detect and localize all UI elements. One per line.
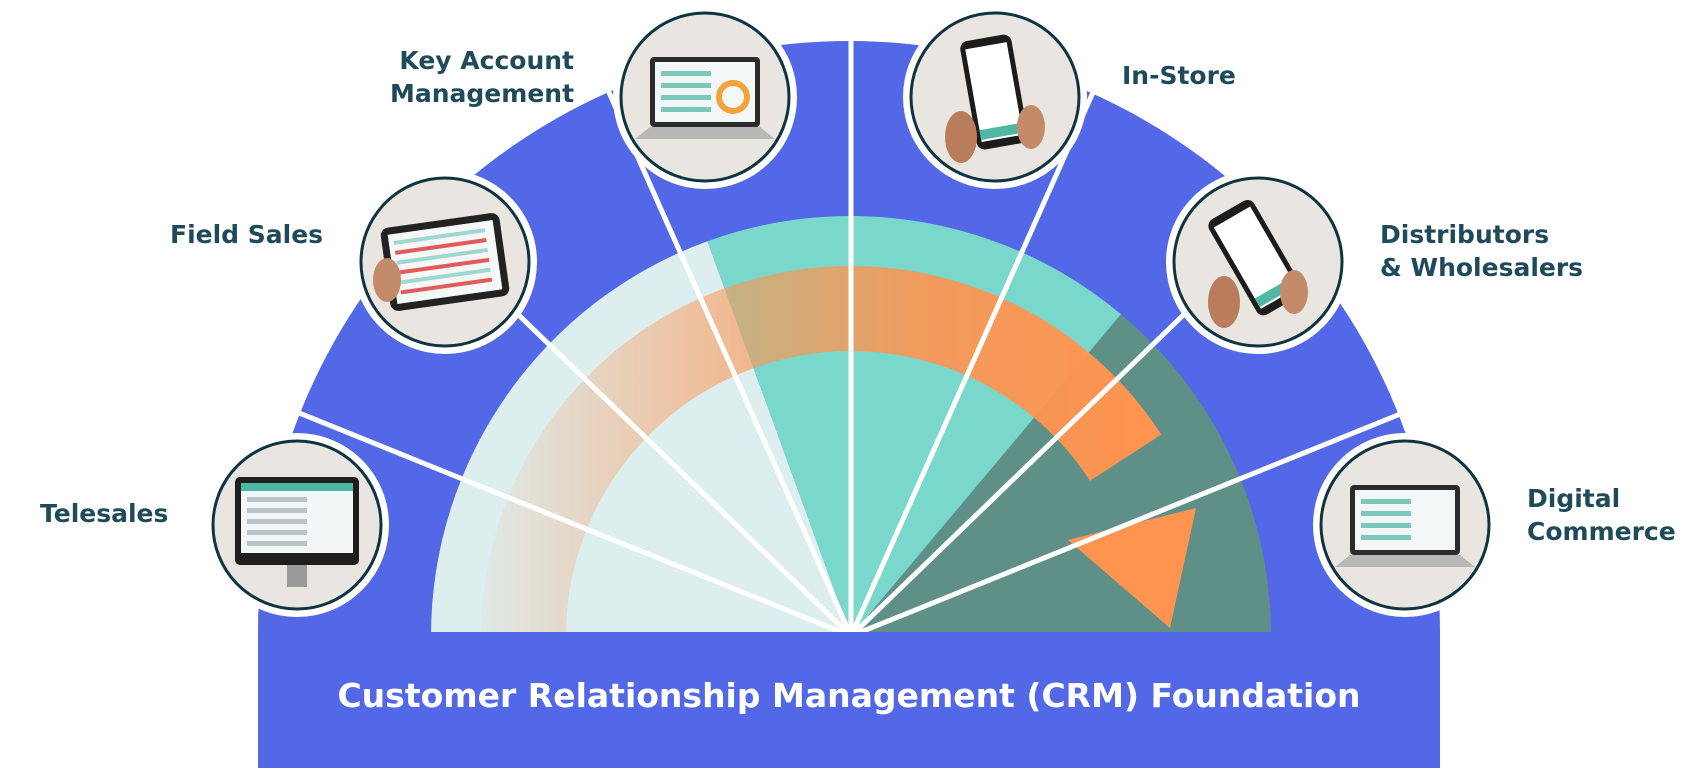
monitor-row — [247, 508, 307, 513]
label-distributors-wholesalers: Distributors & Wholesalers — [1380, 218, 1583, 284]
smartphone-photo-icon — [1166, 170, 1350, 354]
label-key-account-management-line-2: Management — [390, 79, 575, 108]
label-key-account-management-line-1: Key Account — [399, 46, 574, 75]
label-key-account-management: Key Account Management — [390, 44, 574, 110]
crm-foundation-label: Customer Relationship Management (CRM) F… — [337, 676, 1361, 715]
smartphone-photo-icon — [903, 5, 1087, 189]
label-distributors-wholesalers-line-1: Distributors — [1380, 220, 1550, 249]
crm-foundation-bar — [258, 632, 1440, 768]
monitor-row — [247, 497, 307, 502]
hand — [945, 111, 977, 163]
divider-line — [848, 86, 1098, 638]
laptop-row — [1361, 535, 1411, 540]
label-field-sales-line-1: Field Sales — [170, 220, 324, 249]
monitor-stand — [287, 565, 307, 587]
phone-screen — [1213, 206, 1298, 309]
laptop-row — [1361, 511, 1411, 516]
donut-chart — [716, 80, 750, 114]
phone-button — [979, 122, 1023, 141]
arrow-band — [481, 266, 1162, 636]
label-telesales: Telesales — [40, 497, 168, 530]
label-digital-commerce-line-1: Digital — [1527, 484, 1621, 513]
laptop-row — [661, 71, 711, 76]
label-digital-commerce-line-2: Commerce — [1527, 517, 1676, 546]
laptop-base — [1335, 555, 1475, 567]
hand — [1017, 105, 1045, 149]
monitor-row — [247, 530, 307, 535]
label-in-store-line-1: In-Store — [1122, 61, 1236, 90]
label-in-store: In-Store — [1122, 59, 1236, 92]
divider-line — [604, 86, 854, 638]
divider-line — [850, 408, 1409, 639]
tablet-row — [396, 247, 489, 265]
tablet-photo-icon — [353, 170, 537, 354]
laptop-photo-icon — [613, 5, 797, 189]
label-distributors-wholesalers-line-2: & Wholesalers — [1380, 253, 1584, 282]
laptop-row — [1361, 499, 1411, 504]
label-telesales-line-1: Telesales — [40, 499, 169, 528]
monitor-header — [241, 483, 353, 491]
divider-line — [293, 408, 852, 639]
hand — [1280, 270, 1308, 314]
laptop-base — [635, 127, 775, 139]
laptop-row — [661, 107, 711, 112]
tablet-row — [400, 277, 493, 295]
label-field-sales: Field Sales — [170, 218, 323, 251]
tablet-row — [394, 238, 487, 255]
laptop-photo-icon — [1313, 433, 1497, 617]
monitor-row — [247, 541, 307, 546]
hand — [373, 258, 401, 302]
laptop-row — [661, 95, 711, 100]
tablet-row — [399, 267, 491, 285]
label-digital-commerce: Digital Commerce — [1527, 482, 1676, 548]
laptop-row — [661, 83, 711, 88]
monitor-row — [247, 519, 307, 524]
hand — [1208, 276, 1240, 328]
desktop-monitor-photo-icon — [205, 433, 389, 617]
channel-photos — [205, 5, 1497, 617]
laptop-row — [1361, 523, 1411, 528]
tablet-row — [397, 257, 490, 275]
phone-screen — [965, 42, 1023, 143]
tablet-row — [393, 228, 486, 245]
